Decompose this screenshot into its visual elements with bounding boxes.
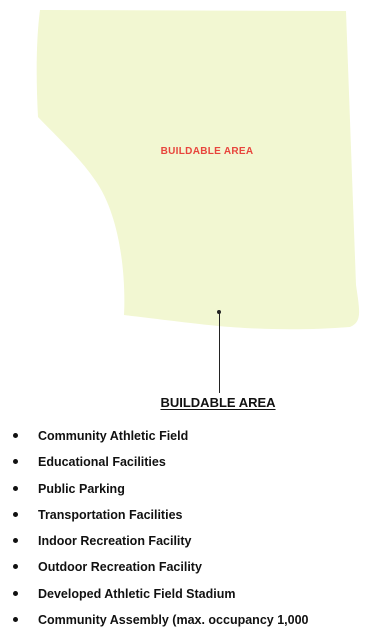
list-item: Public Parking xyxy=(0,479,390,505)
list-item-label: Community Assembly (max. occupancy 1,000 xyxy=(38,613,309,628)
site-map: BUILDABLE AREA xyxy=(36,10,360,330)
list-item: Outdoor Recreation Facility xyxy=(0,557,390,583)
section-heading: BUILDABLE AREA xyxy=(160,395,276,410)
bullet xyxy=(13,564,18,570)
buildable-area-label: BUILDABLE AREA xyxy=(160,146,254,157)
list-item: Community Athletic Field xyxy=(0,426,390,452)
list-item-label: Community Athletic Field xyxy=(38,429,189,443)
callout-line xyxy=(219,313,220,393)
bullet xyxy=(13,538,18,544)
callout-dot xyxy=(217,310,221,314)
list-item-label: Educational Facilities xyxy=(38,455,166,470)
buildable-area-shape xyxy=(36,10,360,330)
bullet xyxy=(13,433,18,438)
bullet xyxy=(13,590,18,596)
list-item-label: Transportation Facilities xyxy=(38,507,183,522)
bullet xyxy=(13,459,18,465)
list-item: Community Assembly (max. occupancy 1,000 xyxy=(0,610,390,636)
bullet xyxy=(13,511,18,517)
list-item-label: Developed Athletic Field Stadium xyxy=(38,586,236,601)
site-map-drawing xyxy=(36,10,360,330)
list-item-label: Public Parking xyxy=(38,481,125,496)
bullet xyxy=(13,485,18,491)
list-item: Developed Athletic Field Stadium xyxy=(0,584,390,610)
list-item: Educational Facilities xyxy=(0,452,390,478)
list-item-label: Outdoor Recreation Facility xyxy=(38,560,202,575)
list-item: Indoor Recreation Facility xyxy=(0,531,390,557)
list-item: Transportation Facilities xyxy=(0,505,390,531)
permitted-uses-list: Community Athletic Field Educational Fac… xyxy=(0,426,390,636)
list-item-label: Indoor Recreation Facility xyxy=(38,534,192,549)
bullet xyxy=(13,617,18,623)
